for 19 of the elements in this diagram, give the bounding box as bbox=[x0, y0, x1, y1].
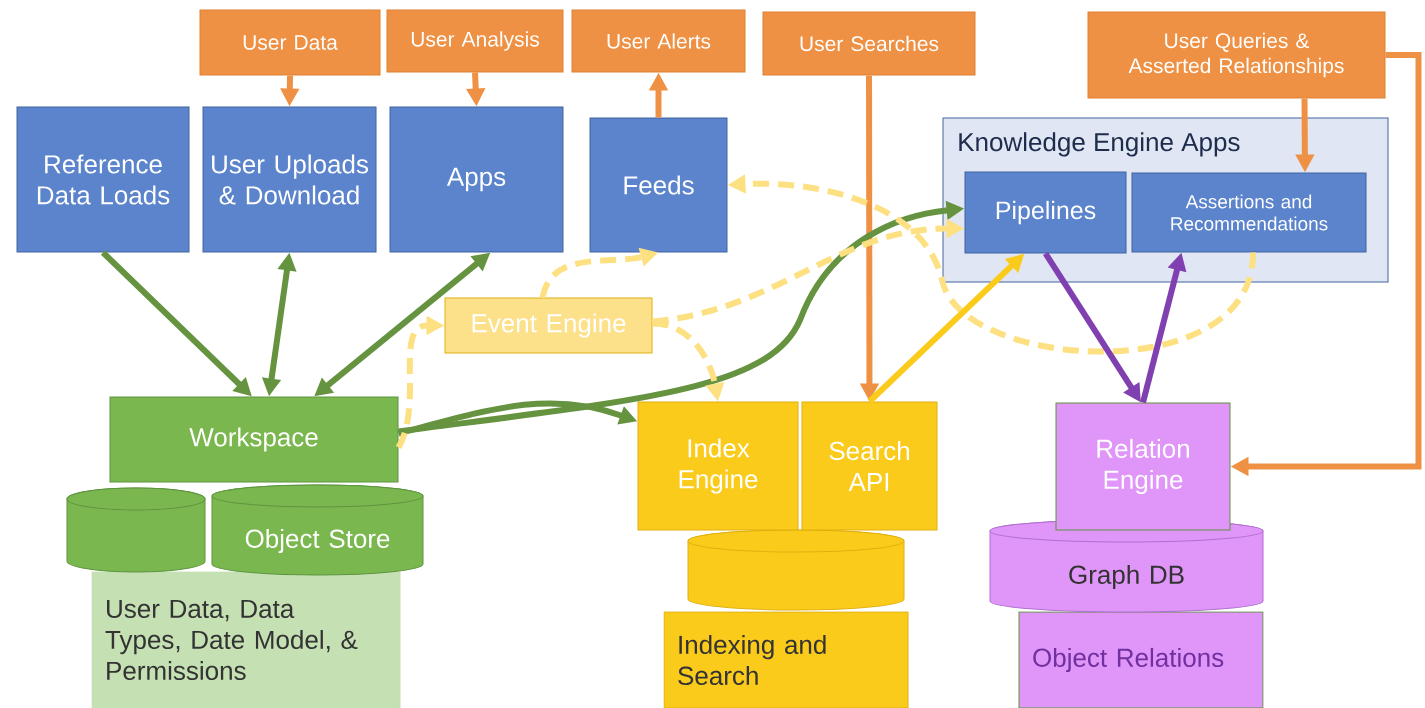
input-box: User Queries & Asserted Relationships bbox=[1087, 11, 1386, 99]
process-box: Object Relations bbox=[1018, 611, 1264, 708]
process-box: Reference Data Loads bbox=[16, 106, 190, 253]
input-box: User Analysis bbox=[386, 9, 564, 73]
process-box: Apps bbox=[389, 106, 564, 253]
process-box: User Uploads & Download bbox=[202, 106, 377, 253]
database-cylinder bbox=[687, 529, 905, 611]
process-box: Pipelines bbox=[964, 171, 1127, 254]
input-box: User Data bbox=[199, 9, 381, 76]
input-box: User Searches bbox=[762, 11, 976, 76]
process-box: Indexing and Search bbox=[663, 611, 909, 708]
database-cylinder: Object Store bbox=[211, 484, 424, 576]
input-box: User Alerts bbox=[571, 9, 746, 73]
note-box: User Data, Data Types, Date Model, & Permissions bbox=[91, 571, 401, 708]
process-box: Assertions and Recommendations bbox=[1131, 172, 1367, 253]
process-box: Feeds bbox=[589, 117, 728, 253]
database-cylinder bbox=[66, 487, 206, 573]
database-cylinder: Graph DB bbox=[989, 519, 1264, 613]
process-box: Event Engine bbox=[444, 297, 653, 354]
